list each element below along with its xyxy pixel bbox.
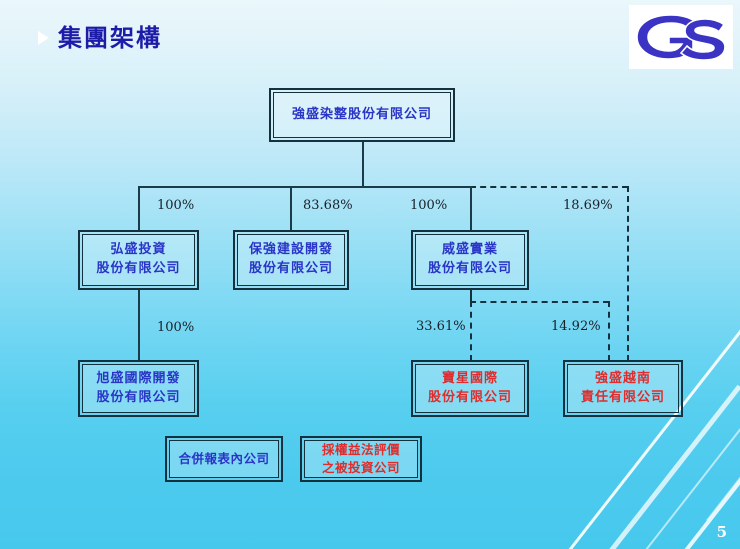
connector-to-qiangsheng-vn-from-weisheng: [608, 301, 610, 361]
percent-weisheng: 100%: [410, 198, 448, 213]
legend-consolidated-companies[interactable]: 合併報表內公司: [165, 436, 283, 482]
percent-qiangsheng-vn-from-weisheng: 14.92%: [551, 319, 601, 334]
connector-to-hongsheng: [138, 186, 140, 231]
percent-hongsheng: 100%: [157, 198, 195, 213]
connector-to-qiangsheng-vn-from-parent: [627, 186, 629, 361]
percent-xusheng: 100%: [157, 320, 195, 335]
node-qiangsheng-vietnam[interactable]: 強盛越南 責任有限公司: [563, 360, 683, 417]
page-number: 5: [716, 523, 727, 541]
connector-main-bar-dashed: [470, 186, 628, 188]
decorative-swoosh: [676, 441, 740, 549]
connector-weisheng-stem: [470, 290, 472, 302]
node-baoxing-international[interactable]: 寶星國際 股份有限公司: [411, 360, 529, 417]
node-weisheng-industrial[interactable]: 威盛實業 股份有限公司: [411, 230, 529, 290]
node-inner: 弘盛投資 股份有限公司: [82, 234, 195, 286]
node-inner: 採權益法評價 之被投資公司: [304, 440, 418, 478]
legend-label-line2: 之被投資公司: [321, 460, 400, 475]
node-label-line1: 寶星國際: [441, 370, 498, 386]
node-inner: 保強建設開發 股份有限公司: [237, 234, 345, 286]
connector-to-weisheng: [470, 186, 472, 231]
node-inner: 旭盛國際開發 股份有限公司: [82, 364, 195, 413]
legend-equity-method-investees[interactable]: 採權益法評價 之被投資公司: [300, 436, 422, 482]
node-label-line1: 強盛染整股份有限公司: [291, 106, 432, 122]
legend-label-line1: 採權益法評價: [321, 441, 400, 457]
node-inner: 強盛越南 責任有限公司: [567, 364, 679, 413]
node-label-line2: 股份有限公司: [427, 389, 512, 405]
page-title-row: 集團架構: [38, 26, 162, 50]
decorative-swoosh: [706, 433, 740, 522]
gs-monogram-logo: [629, 5, 733, 69]
node-label-line1: 保強建設開發: [248, 242, 333, 258]
node-label-line2: 股份有限公司: [248, 261, 333, 276]
node-inner: 威盛實業 股份有限公司: [415, 234, 525, 286]
percent-qiangsheng-vn-from-parent: 18.69%: [563, 198, 613, 213]
node-parent-company[interactable]: 強盛染整股份有限公司: [269, 88, 455, 142]
node-label-line2: 責任有限公司: [580, 389, 665, 405]
node-label-line1: 威盛實業: [441, 242, 498, 258]
percent-baoxing: 33.61%: [416, 319, 466, 334]
connector-secondary-bar: [470, 301, 609, 303]
connector-hongsheng-to-xusheng: [138, 290, 140, 360]
node-inner: 強盛染整股份有限公司: [273, 92, 451, 138]
node-label-line2: 股份有限公司: [96, 389, 181, 405]
connector-main-bar-solid: [138, 186, 472, 188]
node-baoqiang-construction[interactable]: 保強建設開發 股份有限公司: [233, 230, 349, 290]
page-title: 集團架構: [58, 24, 162, 52]
percent-baoqiang: 83.68%: [303, 198, 353, 213]
node-hongsheng-investment[interactable]: 弘盛投資 股份有限公司: [78, 230, 199, 290]
triangle-right-icon: [38, 31, 49, 45]
node-label-line1: 弘盛投資: [110, 242, 167, 258]
node-label-line1: 強盛越南: [594, 370, 651, 386]
legend-label-line1: 合併報表內公司: [178, 450, 270, 466]
node-label-line2: 股份有限公司: [96, 261, 181, 276]
node-label-line2: 股份有限公司: [427, 261, 512, 276]
node-xusheng-international[interactable]: 旭盛國際開發 股份有限公司: [78, 360, 199, 417]
connector-to-baoqiang: [290, 186, 292, 231]
logo-glyph: [636, 14, 726, 61]
connector-to-baoxing: [470, 301, 472, 361]
node-inner: 寶星國際 股份有限公司: [415, 364, 525, 413]
node-inner: 合併報表內公司: [169, 440, 279, 478]
decorative-swoosh: [560, 323, 740, 549]
connector-parent-stem: [362, 142, 364, 187]
node-label-line1: 旭盛國際開發: [96, 370, 181, 386]
